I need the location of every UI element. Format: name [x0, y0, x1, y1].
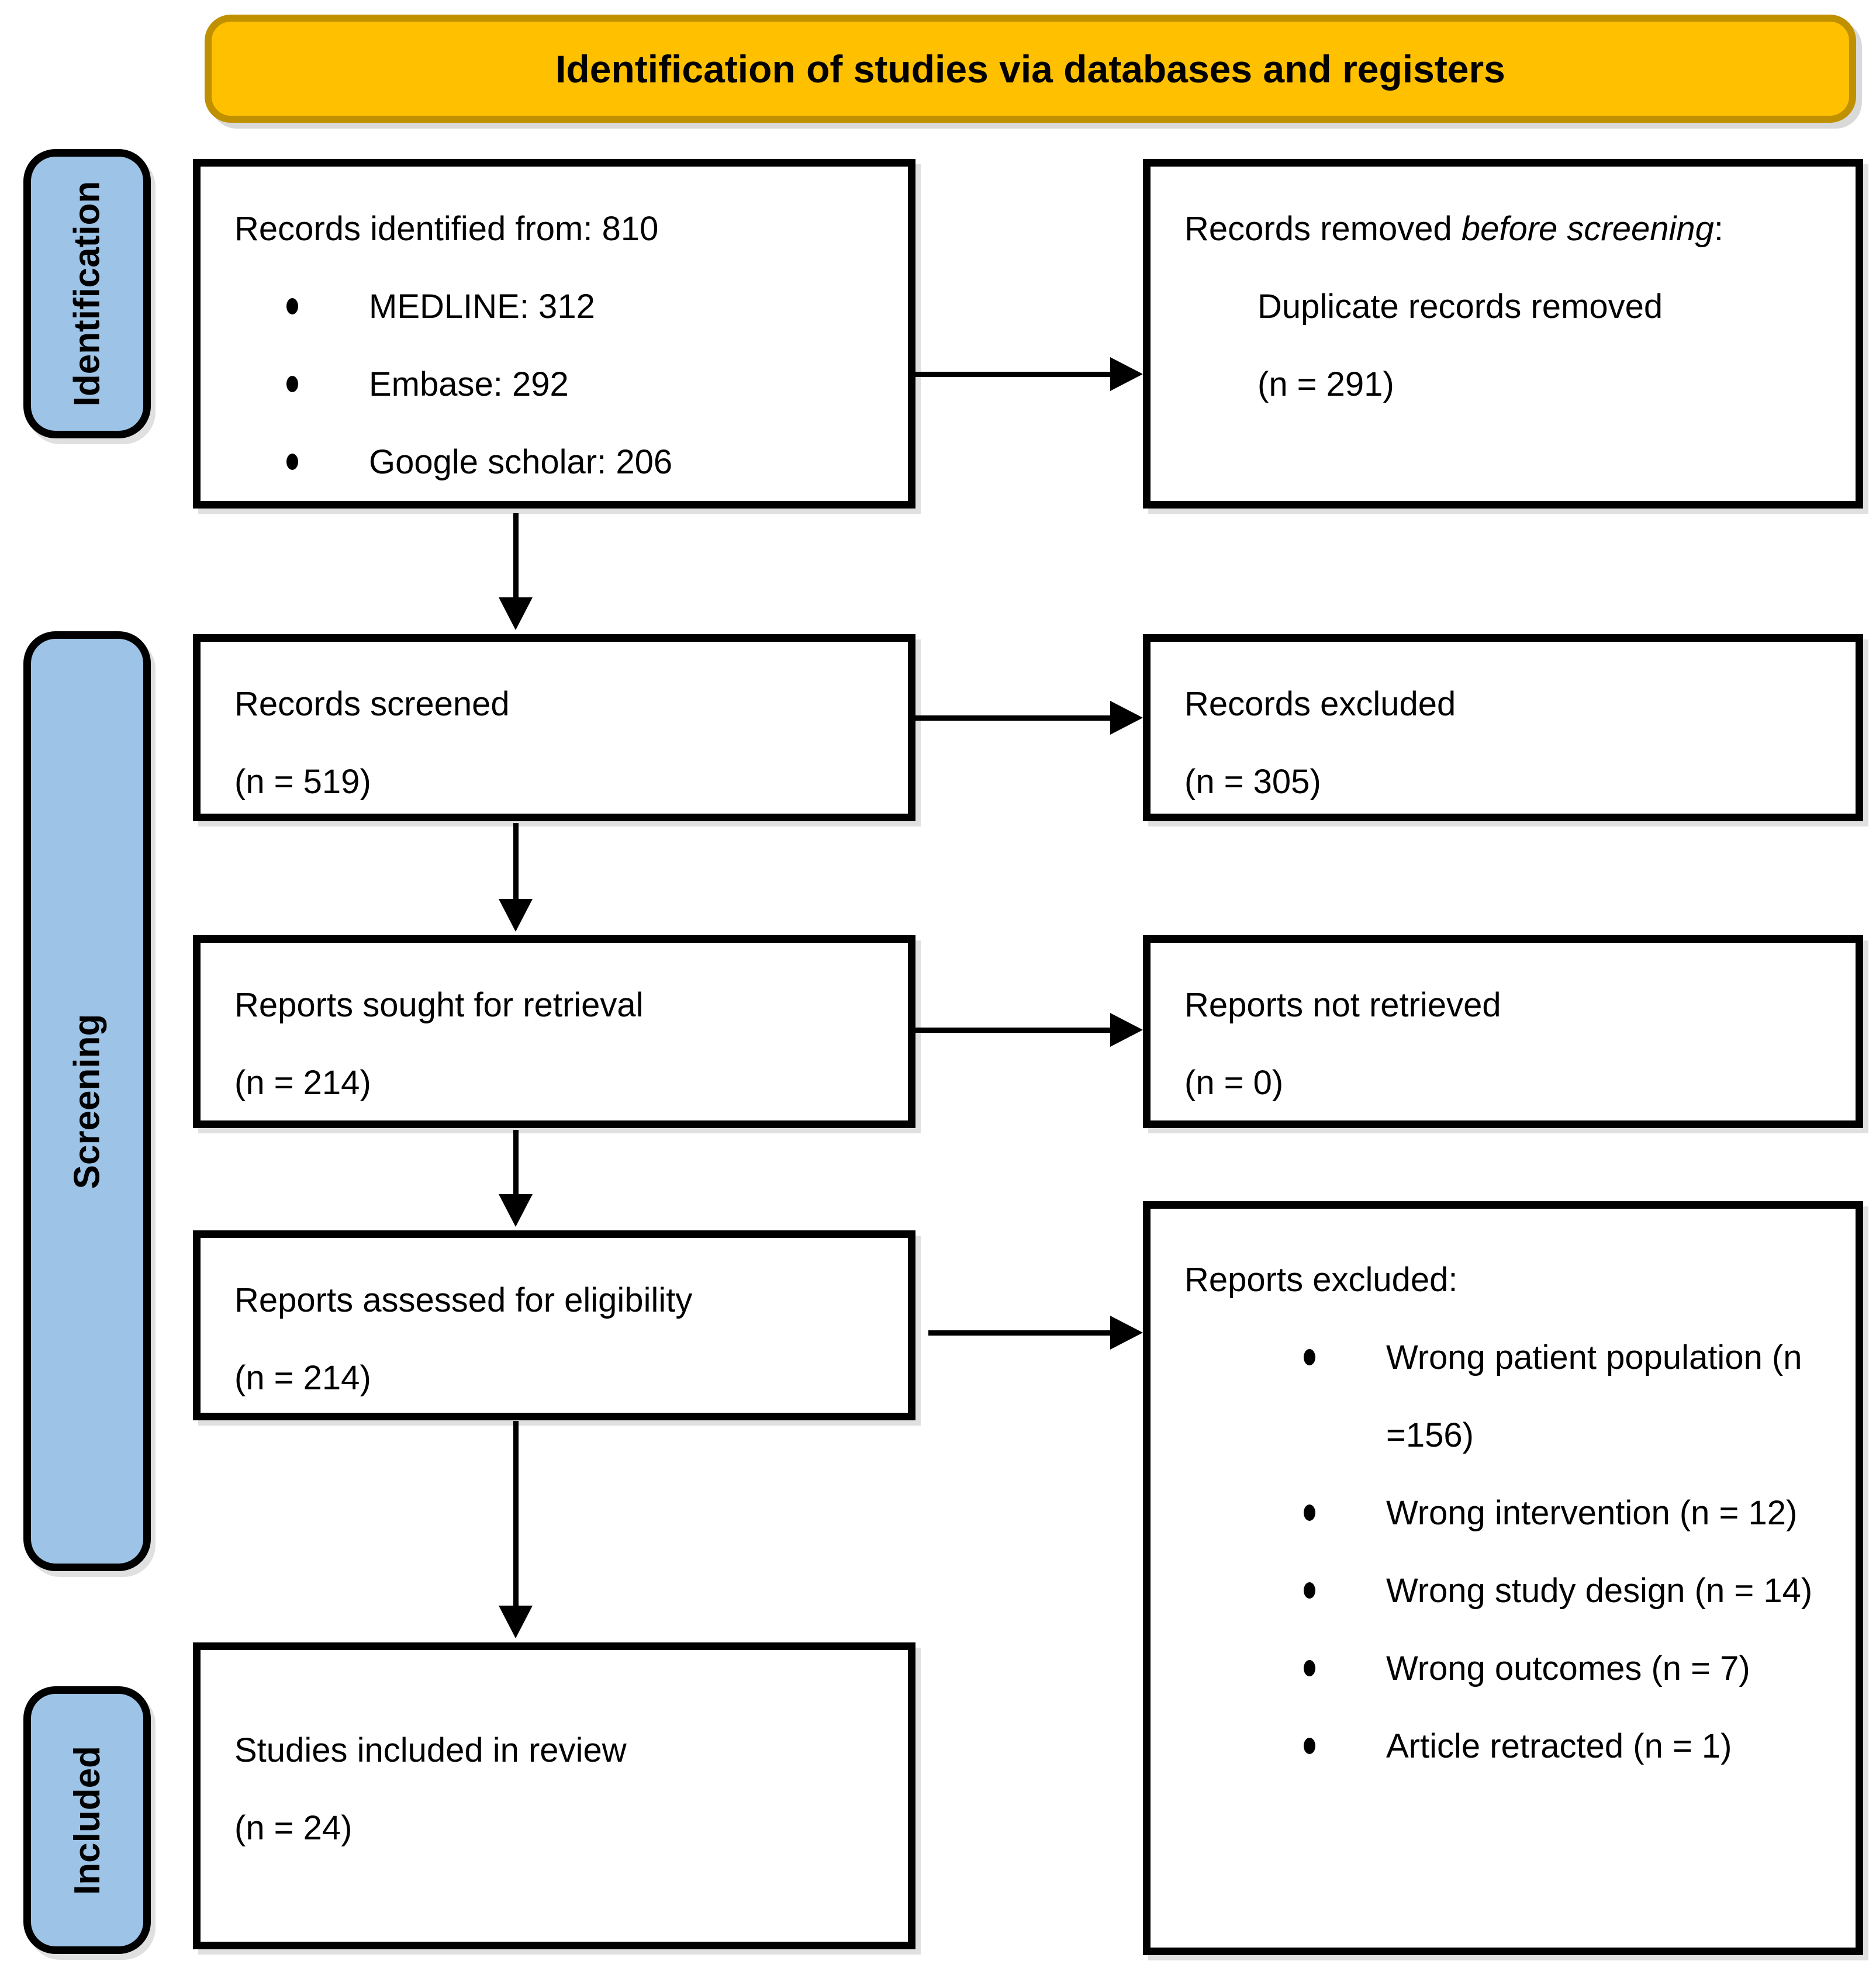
phase-screening: Screening	[23, 631, 151, 1571]
list-item: Wrong patient population (n =156)	[1301, 1319, 1823, 1474]
records-excluded-count: (n = 305)	[1184, 763, 1321, 801]
box-reports-not-retrieved: Reports not retrieved (n = 0)	[1143, 935, 1863, 1128]
list-item: Wrong study design (n = 14)	[1301, 1552, 1823, 1630]
box-records-excluded: Records excluded (n = 305)	[1143, 634, 1863, 821]
box-reports-assessed: Reports assessed for eligibility (n = 21…	[193, 1230, 915, 1420]
box-records-removed: Records removed before screening: Duplic…	[1143, 159, 1863, 509]
records-excluded-label: Records excluded	[1184, 685, 1456, 723]
studies-included-label: Studies included in review	[234, 1731, 627, 1769]
studies-included-count: (n = 24)	[234, 1809, 353, 1847]
reports-not-retrieved-label: Reports not retrieved	[1184, 986, 1501, 1024]
reports-excluded-list: Wrong patient population (n =156) Wrong …	[1301, 1319, 1823, 1785]
box-records-screened: Records screened (n = 519)	[193, 634, 915, 821]
reports-assessed-count: (n = 214)	[234, 1359, 371, 1397]
list-item: Wrong outcomes (n = 7)	[1301, 1630, 1823, 1707]
records-identified-heading: Records identified from: 810	[234, 210, 659, 248]
box-reports-sought: Reports sought for retrieval (n = 214)	[193, 935, 915, 1128]
title-banner: Identification of studies via databases …	[205, 15, 1856, 123]
records-removed-count: (n = 291)	[1257, 365, 1394, 403]
box-reports-excluded: Reports excluded: Wrong patient populati…	[1143, 1201, 1863, 1955]
list-item: Google scholar: 206	[284, 423, 876, 501]
records-removed-line1: Duplicate records removed	[1257, 288, 1663, 326]
records-identified-list: MEDLINE: 312 Embase: 292 Google scholar:…	[284, 268, 876, 501]
box-records-identified: Records identified from: 810 MEDLINE: 31…	[193, 159, 915, 509]
box-studies-included: Studies included in review (n = 24)	[193, 1642, 915, 1949]
list-item: Embase: 292	[284, 345, 876, 423]
reports-excluded-heading: Reports excluded:	[1184, 1261, 1458, 1299]
phase-identification: Identification	[23, 149, 151, 438]
records-screened-count: (n = 519)	[234, 763, 371, 801]
phase-included: Included	[23, 1686, 151, 1954]
list-item: Wrong intervention (n = 12)	[1301, 1474, 1823, 1552]
list-item: Article retracted (n = 1)	[1301, 1707, 1823, 1785]
list-item: MEDLINE: 312	[284, 268, 876, 345]
reports-assessed-label: Reports assessed for eligibility	[234, 1281, 693, 1319]
records-screened-label: Records screened	[234, 685, 510, 723]
phase-identification-label: Identification	[67, 181, 108, 407]
reports-sought-label: Reports sought for retrieval	[234, 986, 644, 1024]
phase-screening-label: Screening	[67, 1014, 108, 1189]
phase-included-label: Included	[67, 1745, 108, 1895]
diagram-title: Identification of studies via databases …	[555, 47, 1505, 91]
reports-not-retrieved-count: (n = 0)	[1184, 1064, 1284, 1102]
records-removed-heading: Records removed before screening:	[1184, 210, 1724, 248]
reports-sought-count: (n = 214)	[234, 1064, 371, 1102]
